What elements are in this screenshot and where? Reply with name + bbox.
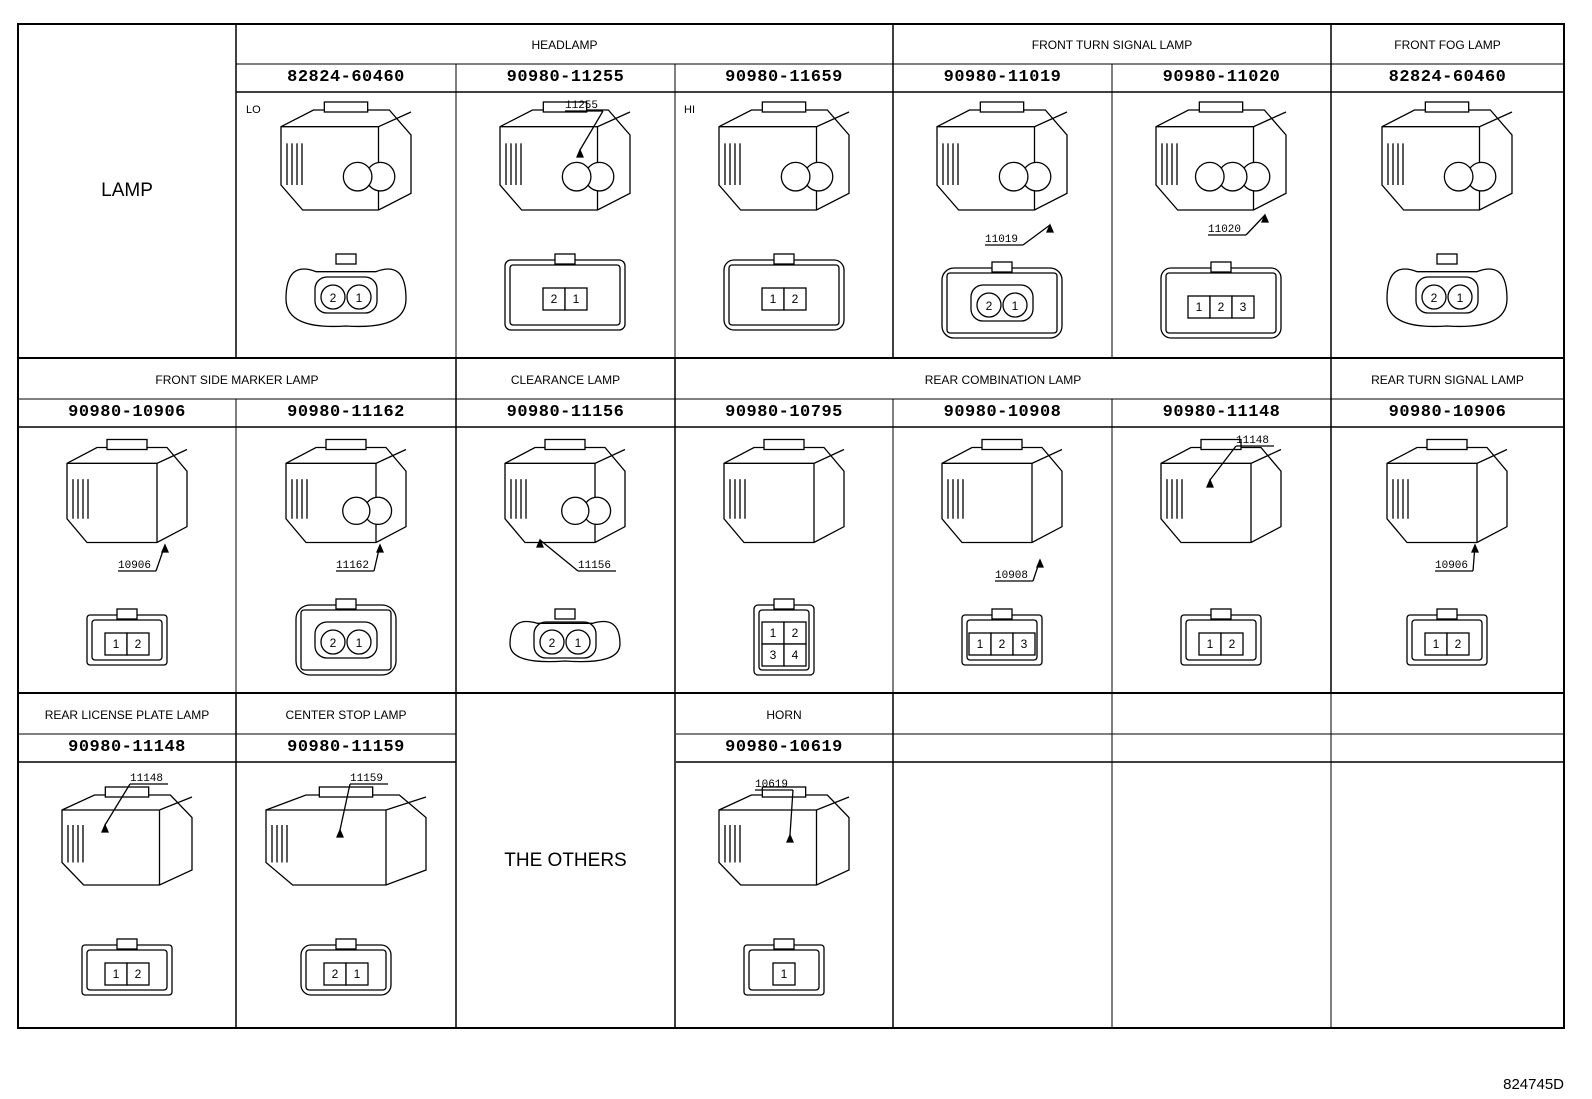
pin-number: 1 bbox=[575, 636, 582, 650]
pin-number: 2 bbox=[1455, 637, 1462, 651]
pin-number: 2 bbox=[549, 636, 556, 650]
pin-number: 2 bbox=[1431, 291, 1438, 305]
connector-90980-11020: 1 2 3 11020 bbox=[1155, 101, 1287, 339]
callout-label: 10619 bbox=[755, 779, 788, 791]
part-number: 90980-11162 bbox=[287, 403, 405, 422]
part-number: 90980-10908 bbox=[943, 403, 1062, 422]
callout-label: 10906 bbox=[1435, 560, 1468, 572]
connector-90980-11019: 2 1 11019 bbox=[936, 101, 1068, 339]
part-number: 90980-11148 bbox=[1162, 403, 1281, 422]
pin-number: 3 bbox=[1021, 637, 1028, 651]
connector-90980-10795: 1 2 3 4 bbox=[723, 438, 845, 676]
group-clearance-lamp: CLEARANCE LAMP bbox=[510, 373, 621, 387]
pin-number: 2 bbox=[332, 967, 339, 981]
drawing-id: 824745D bbox=[1503, 1076, 1564, 1093]
group-front-side-marker-lamp: FRONT SIDE MARKER LAMP bbox=[155, 373, 319, 387]
part-number: 90980-11019 bbox=[943, 68, 1062, 87]
part-number: 90980-10906 bbox=[68, 403, 186, 422]
pin-number: 1 bbox=[356, 636, 363, 650]
part-number: 90980-10619 bbox=[725, 738, 843, 757]
part-number: 82824-60460 bbox=[287, 68, 405, 87]
group-rear-license-plate-lamp: REAR LICENSE PLATE LAMP bbox=[44, 708, 210, 722]
pin-number: 1 bbox=[770, 626, 777, 640]
callout-label: 11019 bbox=[985, 234, 1018, 246]
part-number: 90980-11148 bbox=[68, 738, 186, 757]
group-headlamp: HEADLAMP bbox=[531, 38, 598, 52]
pin-number: 1 bbox=[1457, 291, 1464, 305]
pin-number: 2 bbox=[330, 636, 337, 650]
part-number: 90980-11659 bbox=[725, 68, 843, 87]
connector-90980-11156: 2 1 11156 bbox=[504, 438, 626, 663]
pin-number: 4 bbox=[792, 648, 799, 662]
part-number: 90980-10795 bbox=[725, 403, 843, 422]
pin-number: 2 bbox=[999, 637, 1006, 651]
callout-label: 10906 bbox=[118, 560, 151, 572]
pin-number: 1 bbox=[356, 291, 363, 305]
the-others-label: THE OTHERS bbox=[504, 850, 627, 871]
callout-label: 11255 bbox=[565, 100, 598, 112]
callout-label: 11159 bbox=[350, 773, 383, 785]
group-front-fog-lamp: FRONT FOG LAMP bbox=[1394, 38, 1501, 52]
pin-number: 3 bbox=[770, 648, 777, 662]
pin-number: 1 bbox=[1012, 299, 1019, 313]
connector-90980-10906: 1 2 10906 bbox=[1386, 438, 1508, 666]
pin-number: 1 bbox=[573, 292, 580, 306]
pin-number: 1 bbox=[977, 637, 984, 651]
part-number: 90980-11255 bbox=[506, 68, 625, 87]
pin-number: 1 bbox=[781, 967, 788, 981]
group-horn: HORN bbox=[766, 708, 802, 722]
pin-number: 1 bbox=[113, 637, 120, 651]
connector-90980-11162: 2 1 11162 bbox=[285, 438, 407, 676]
group-rear-turn-signal-lamp: REAR TURN SIGNAL LAMP bbox=[1371, 373, 1524, 387]
pin-number: 3 bbox=[1240, 300, 1247, 314]
pin-number: 1 bbox=[1196, 300, 1203, 314]
pin-number: 2 bbox=[330, 291, 337, 305]
pin-number: 2 bbox=[135, 967, 142, 981]
callout-label: 11162 bbox=[336, 560, 369, 572]
part-number: 90980-10906 bbox=[1388, 403, 1507, 422]
connector-90980-10906: 1 2 10906 bbox=[66, 438, 188, 666]
connector-90980-10908: 1 2 3 10908 bbox=[941, 438, 1063, 666]
lo-tag: LO bbox=[246, 104, 261, 116]
connector-90980-11255: 2 1 11255 bbox=[499, 100, 631, 331]
callout-label: 11156 bbox=[578, 560, 611, 572]
connector-90980-11159: 2 1 11159 bbox=[265, 773, 427, 996]
pin-number: 1 bbox=[113, 967, 120, 981]
pin-number: 1 bbox=[354, 967, 361, 981]
part-number: 90980-11156 bbox=[506, 403, 625, 422]
pin-number: 1 bbox=[1207, 637, 1214, 651]
pin-number: 2 bbox=[792, 292, 799, 306]
callout-label: 11148 bbox=[130, 773, 163, 785]
callout-label: 11148 bbox=[1236, 435, 1269, 447]
lamp-title: LAMP bbox=[101, 180, 153, 201]
pin-number: 2 bbox=[792, 626, 799, 640]
pin-number: 1 bbox=[1433, 637, 1440, 651]
group-center-stop-lamp: CENTER STOP LAMP bbox=[285, 708, 407, 722]
pin-number: 2 bbox=[135, 637, 142, 651]
part-number: 90980-11159 bbox=[287, 738, 405, 757]
pin-number: 2 bbox=[551, 292, 558, 306]
hi-tag: HI bbox=[684, 104, 695, 116]
pin-number: 2 bbox=[1218, 300, 1225, 314]
connector-90980-10619: 1 10619 bbox=[718, 779, 850, 996]
pin-number: 2 bbox=[1229, 637, 1236, 651]
callout-label: 11020 bbox=[1208, 224, 1241, 236]
connector-90980-11148: 1 2 11148 bbox=[1160, 435, 1282, 666]
part-number: 82824-60460 bbox=[1388, 68, 1507, 87]
connector-90980-11148: 1 2 11148 bbox=[61, 773, 193, 996]
pin-number: 1 bbox=[770, 292, 777, 306]
group-rear-combination-lamp: REAR COMBINATION LAMP bbox=[924, 373, 1082, 387]
callout-label: 10908 bbox=[995, 570, 1028, 582]
part-number: 90980-11020 bbox=[1162, 68, 1281, 87]
group-front-turn-signal-lamp: FRONT TURN SIGNAL LAMP bbox=[1031, 38, 1193, 52]
pin-number: 2 bbox=[986, 299, 993, 313]
